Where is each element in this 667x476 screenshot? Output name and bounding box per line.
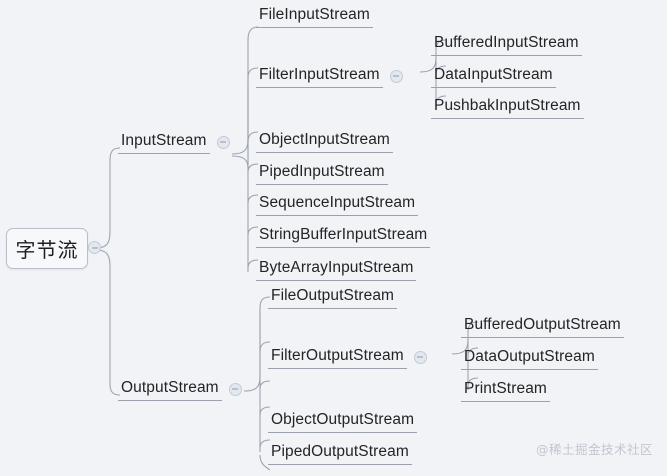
node-inputstream[interactable]: InputStream (118, 131, 230, 154)
node-fileinputstream[interactable]: FileInputStream (256, 5, 373, 28)
node-pipedoutputstream-label: PipedOutputStream (268, 442, 412, 465)
node-datainputstream-label: DataInputStream (431, 65, 556, 88)
inputstream-collapse-toggle-icon[interactable] (216, 135, 230, 149)
node-bytearrayinputstream[interactable]: ByteArrayInputStream (256, 258, 417, 281)
node-dataoutputstream-label: DataOutputStream (461, 347, 598, 370)
node-objectinputstream-label: ObjectInputStream (256, 130, 393, 153)
node-sequenceinputstream[interactable]: SequenceInputStream (256, 193, 419, 216)
node-datainputstream[interactable]: DataInputStream (431, 65, 556, 88)
filterinputstream-collapse-toggle-icon[interactable] (389, 69, 403, 83)
root-node[interactable]: 字节流 (6, 228, 88, 269)
node-pipedinputstream[interactable]: PipedInputStream (256, 162, 388, 185)
node-fileoutputstream[interactable]: FileOutputStream (268, 286, 398, 309)
node-filteroutputstream[interactable]: FilterOutputStream (268, 346, 427, 369)
node-bufferedoutputstream-label: BufferedOutputStream (461, 315, 624, 338)
node-pipedoutputstream[interactable]: PipedOutputStream (268, 442, 412, 465)
node-bufferedoutputstream[interactable]: BufferedOutputStream (461, 315, 624, 338)
node-stringbufferinputstream[interactable]: StringBufferInputStream (256, 225, 431, 248)
node-printstream[interactable]: PrintStream (461, 379, 550, 402)
node-pipedinputstream-label: PipedInputStream (256, 162, 388, 185)
filteroutputstream-collapse-toggle-icon[interactable] (413, 350, 427, 364)
node-filterinputstream-label: FilterInputStream (256, 65, 383, 88)
outputstream-collapse-toggle-icon[interactable] (228, 382, 242, 396)
node-printstream-label: PrintStream (461, 379, 550, 402)
node-fileoutputstream-label: FileOutputStream (268, 286, 398, 309)
root-node-label: 字节流 (15, 238, 79, 262)
node-bytearrayinputstream-label: ByteArrayInputStream (256, 258, 417, 281)
node-filteroutputstream-label: FilterOutputStream (268, 346, 407, 369)
node-fileinputstream-label: FileInputStream (256, 5, 373, 28)
node-inputstream-label: InputStream (118, 131, 210, 154)
node-sequenceinputstream-label: SequenceInputStream (256, 193, 419, 216)
root-collapse-toggle-icon[interactable] (88, 241, 101, 254)
node-objectoutputstream[interactable]: ObjectOutputStream (268, 410, 418, 433)
node-bufferedinputstream-label: BufferedInputStream (431, 33, 582, 56)
node-dataoutputstream[interactable]: DataOutputStream (461, 347, 598, 370)
node-outputstream[interactable]: OutputStream (118, 378, 242, 401)
node-stringbufferinputstream-label: StringBufferInputStream (256, 225, 431, 248)
watermark: @稀土掘金技术社区 (535, 442, 653, 457)
node-objectoutputstream-label: ObjectOutputStream (268, 410, 418, 433)
node-objectinputstream[interactable]: ObjectInputStream (256, 130, 393, 153)
node-pushbakinputstream-label: PushbakInputStream (431, 96, 584, 119)
node-outputstream-label: OutputStream (118, 378, 222, 401)
node-pushbakinputstream[interactable]: PushbakInputStream (431, 96, 584, 119)
node-bufferedinputstream[interactable]: BufferedInputStream (431, 33, 582, 56)
node-filterinputstream[interactable]: FilterInputStream (256, 65, 403, 88)
